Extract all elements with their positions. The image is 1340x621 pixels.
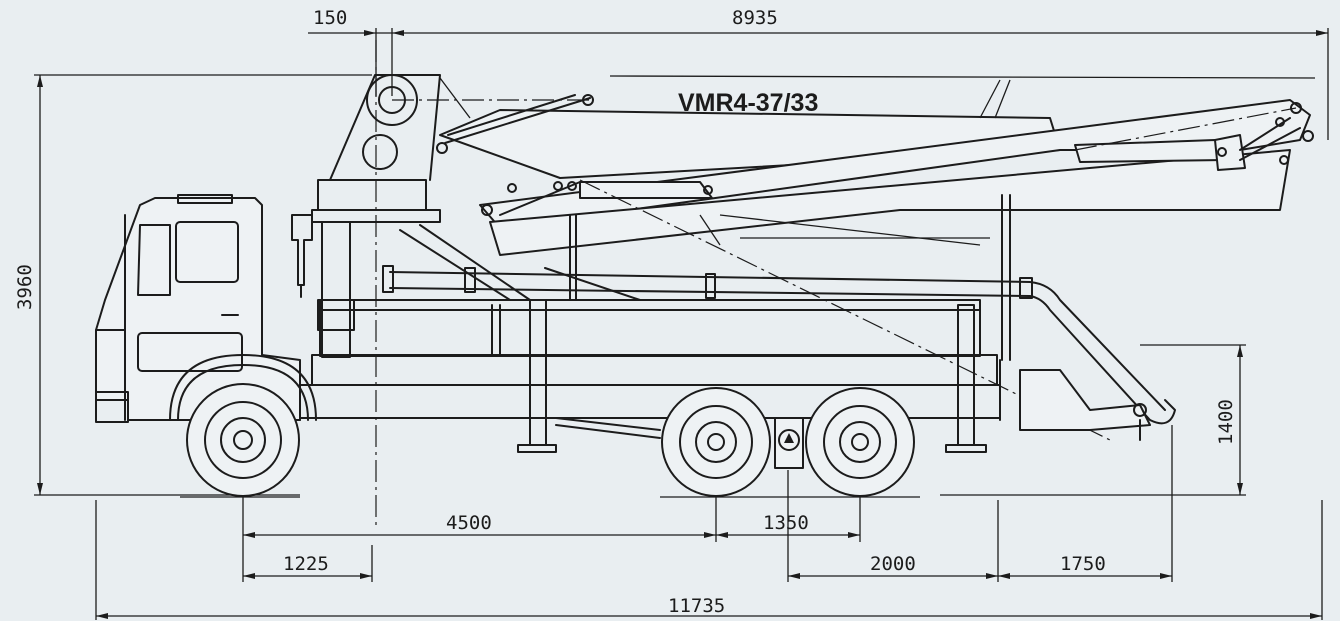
dim-rear-overhang: 1750 [1060,553,1106,575]
dim-boom-reach: 8935 [732,7,778,29]
model-label: VMR4-37/33 [678,89,818,117]
dim-rear-support-spacing: 2000 [870,553,916,575]
front-wheel [186,383,300,497]
dim-outrigger-height: 1400 [1215,399,1237,445]
axle-hub [774,417,804,469]
dim-total-height: 3960 [14,264,36,310]
concrete-boom [375,40,1314,530]
dimension-lines [34,28,1329,620]
dim-boom-offset: 150 [313,7,347,29]
dim-front-overhang: 1225 [283,553,329,575]
rear-wheel-1 [661,387,771,497]
truck-cab [95,194,317,423]
outriggers [491,299,987,453]
concrete-pipeline [382,224,1176,441]
dim-total-length: 11735 [668,595,725,617]
wheels [186,383,915,497]
dim-wheelbase: 4500 [446,512,492,534]
dim-tandem-spacing: 1350 [763,512,809,534]
rear-wheel-2 [805,387,915,497]
